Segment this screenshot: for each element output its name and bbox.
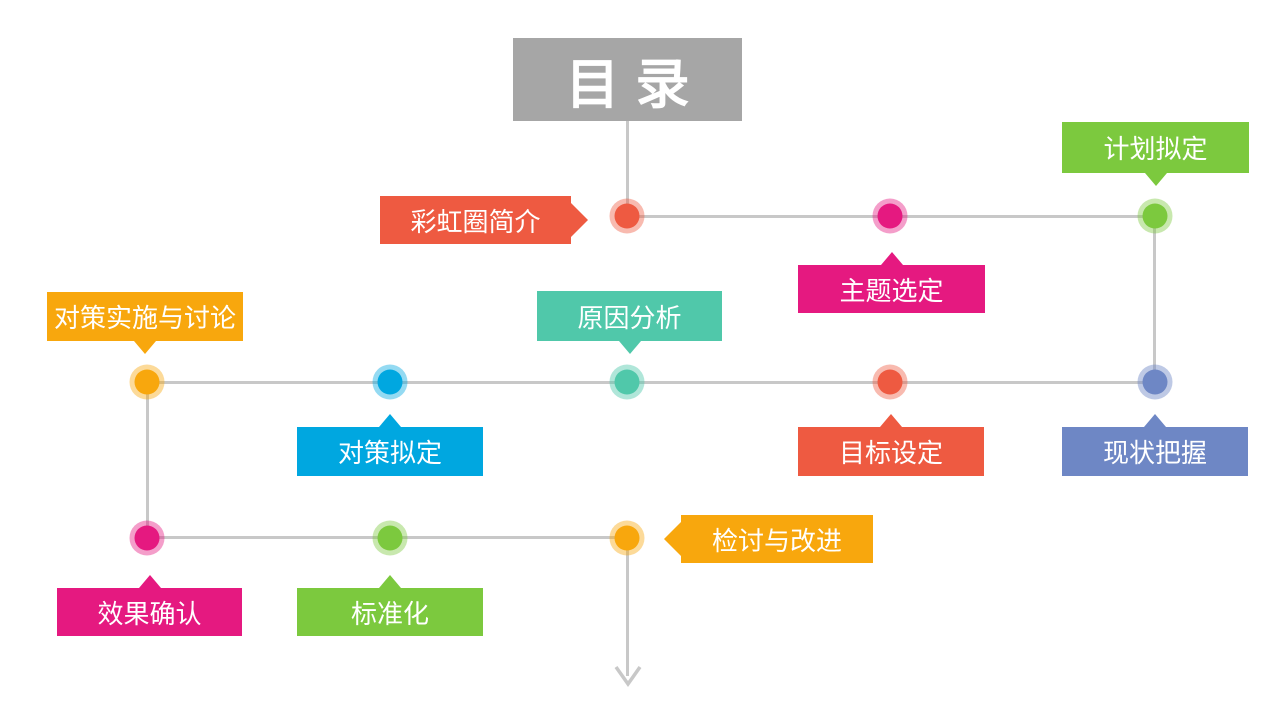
pointer-left-icon bbox=[664, 522, 681, 556]
label-text: 对策拟定 bbox=[337, 439, 442, 469]
pointer-up-icon bbox=[138, 575, 161, 588]
pointer-down-icon bbox=[134, 341, 156, 354]
label-text: 原因分析 bbox=[577, 303, 682, 334]
label-text: 对策实施与讨论 bbox=[53, 304, 236, 334]
flow-end-arrow-icon bbox=[614, 665, 642, 688]
timeline-dot-countermeasure-drafting bbox=[377, 369, 403, 395]
label-text: 计划拟定 bbox=[1103, 135, 1208, 165]
pointer-up-icon bbox=[379, 414, 401, 427]
label-text: 现状把握 bbox=[1102, 439, 1207, 469]
label-rainbow-intro: 彩虹圈简介 bbox=[380, 196, 588, 244]
timeline-dot-status-grasp bbox=[1142, 369, 1168, 395]
timeline-dot-countermeasure-implementation bbox=[134, 369, 160, 395]
timeline-dot-rainbow-intro bbox=[614, 203, 640, 229]
label-countermeasure-drafting: 对策拟定 bbox=[297, 414, 483, 476]
label-goal-setting: 目标设定 bbox=[798, 414, 984, 476]
connector-title-to-row1 bbox=[626, 121, 629, 217]
connector-tail bbox=[626, 538, 629, 676]
label-status-grasp: 现状把握 bbox=[1062, 414, 1248, 476]
pointer-down-icon bbox=[1144, 173, 1167, 186]
label-text: 主题选定 bbox=[839, 276, 944, 307]
label-review-improvement: 检讨与改进 bbox=[664, 515, 873, 563]
pointer-down-icon bbox=[618, 341, 641, 354]
label-text: 目标设定 bbox=[838, 439, 943, 469]
timeline-dot-standardization bbox=[377, 525, 403, 551]
label-countermeasure-implementation: 对策实施与讨论 bbox=[47, 292, 243, 354]
pointer-up-icon bbox=[1144, 414, 1166, 427]
timeline-dot-theme-selection bbox=[877, 203, 903, 229]
pointer-up-icon bbox=[379, 575, 401, 588]
timeline-dot-cause-analysis bbox=[614, 369, 640, 395]
label-effect-confirmation: 效果确认 bbox=[57, 575, 242, 636]
label-theme-selection: 主题选定 bbox=[798, 252, 985, 313]
label-text: 彩虹圈简介 bbox=[410, 207, 541, 238]
label-text: 效果确认 bbox=[97, 599, 202, 630]
page-title: 目录 bbox=[513, 38, 742, 121]
label-text: 检讨与改进 bbox=[711, 526, 842, 557]
timeline-dot-plan-drafting bbox=[1142, 203, 1168, 229]
connector-row2 bbox=[147, 381, 1155, 384]
label-text: 标准化 bbox=[350, 599, 429, 630]
connector-row1-to-row2 bbox=[1153, 216, 1156, 383]
pointer-up-icon bbox=[880, 252, 903, 265]
timeline-dot-review-improvement bbox=[614, 525, 640, 551]
timeline-dot-goal-setting bbox=[877, 369, 903, 395]
timeline-dot-effect-confirmation bbox=[134, 525, 160, 551]
pointer-up-icon bbox=[880, 414, 902, 427]
label-plan-drafting: 计划拟定 bbox=[1062, 122, 1249, 186]
connector-row2-to-row3 bbox=[146, 382, 149, 539]
label-standardization: 标准化 bbox=[297, 575, 483, 636]
label-cause-analysis: 原因分析 bbox=[537, 291, 722, 354]
pointer-right-icon bbox=[571, 203, 588, 237]
page-title-text: 目录 bbox=[565, 53, 706, 116]
